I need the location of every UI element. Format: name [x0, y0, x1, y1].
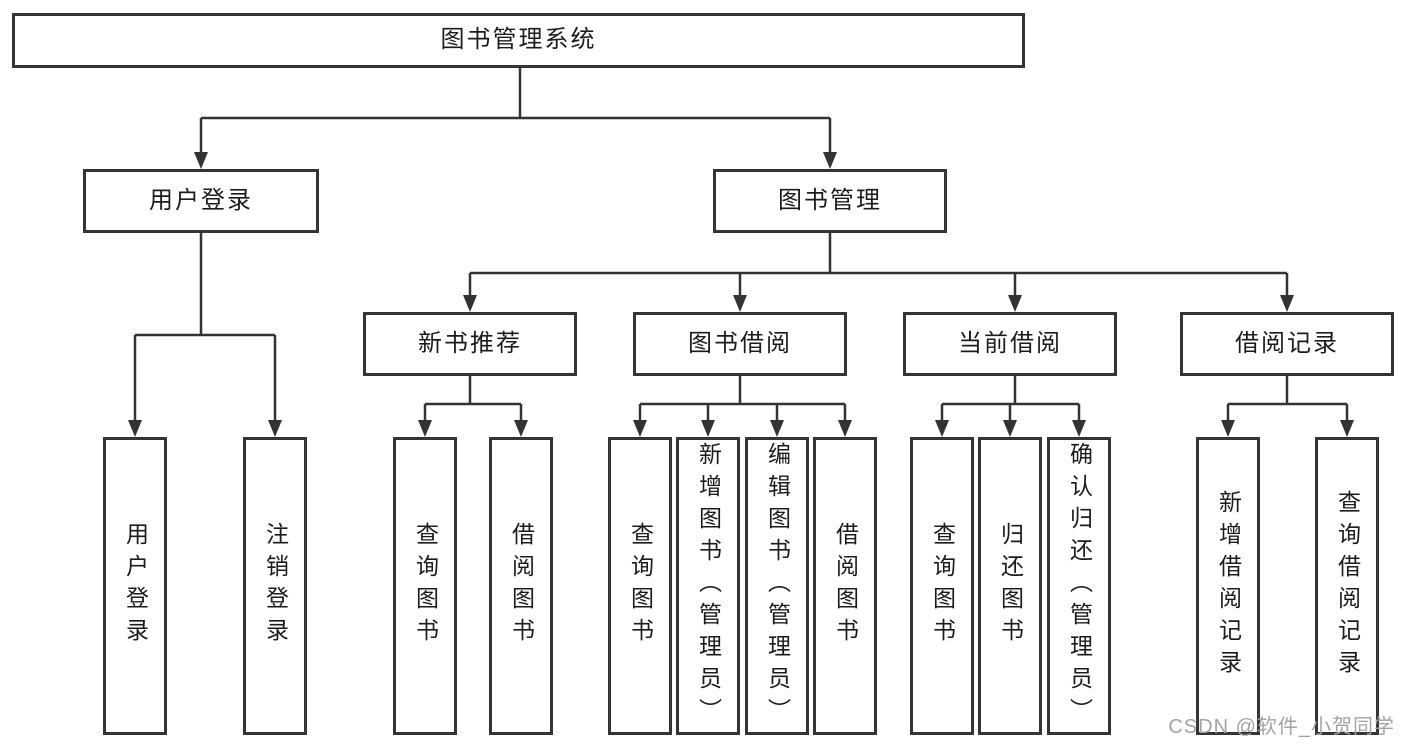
node-label: 注销登录: [262, 522, 289, 650]
node-label: 当前借阅: [958, 329, 1062, 357]
node-label: 查询图书: [929, 522, 956, 650]
node-book-borrowing: 图书借阅: [633, 312, 847, 376]
leaf-query-borrow-record: 查询借阅记录: [1315, 437, 1379, 735]
arrow-icon: [1221, 420, 1235, 437]
arrow-icon: [268, 420, 282, 437]
node-label: 新书推荐: [418, 329, 522, 357]
node-label: 查询图书: [412, 522, 439, 650]
node-label: 用户登录: [149, 186, 253, 214]
node-label: 借阅图书: [832, 522, 859, 650]
leaf-confirm-return-admin: 确认归还（管理员）: [1047, 437, 1111, 735]
leaf-query-books-current: 查询图书: [910, 437, 974, 735]
node-user-login: 用户登录: [83, 169, 319, 233]
leaf-edit-books-admin: 编辑图书（管理员）: [745, 437, 809, 735]
node-book-management: 图书管理: [713, 169, 947, 233]
arrow-icon: [463, 295, 477, 312]
arrow-icon: [418, 420, 432, 437]
node-borrowing-records: 借阅记录: [1180, 312, 1394, 376]
node-label: 图书管理系统: [440, 26, 597, 54]
node-label: 查询借阅记录: [1334, 490, 1361, 682]
node-label: 归还图书: [997, 522, 1024, 650]
leaf-logout: 注销登录: [243, 437, 307, 735]
node-label: 新增借阅记录: [1215, 490, 1242, 682]
node-label: 用户登录: [122, 522, 149, 650]
arrow-icon: [514, 420, 528, 437]
arrow-icon: [1008, 295, 1022, 312]
leaf-borrow-books-borrowing: 借阅图书: [813, 437, 877, 735]
node-label: 借阅图书: [508, 522, 535, 650]
leaf-add-books-admin: 新增图书（管理员）: [676, 437, 740, 735]
arrow-icon: [1003, 420, 1017, 437]
node-label: 查询图书: [627, 522, 654, 650]
arrow-icon: [733, 295, 747, 312]
node-new-book-recommendation: 新书推荐: [363, 312, 577, 376]
leaf-user-login: 用户登录: [103, 437, 167, 735]
arrow-icon: [770, 420, 784, 437]
leaf-borrow-books-recommend: 借阅图书: [489, 437, 553, 735]
arrow-icon: [194, 152, 208, 169]
node-label: 借阅记录: [1235, 329, 1339, 357]
node-label: 图书管理: [778, 186, 882, 214]
node-label: 确认归还（管理员）: [1066, 442, 1093, 730]
arrow-icon: [128, 420, 142, 437]
arrow-icon: [701, 420, 715, 437]
leaf-add-borrow-record: 新增借阅记录: [1196, 437, 1260, 735]
arrow-icon: [633, 420, 647, 437]
arrow-icon: [1340, 420, 1354, 437]
arrow-icon: [935, 420, 949, 437]
leaf-return-books: 归还图书: [978, 437, 1042, 735]
node-label: 编辑图书（管理员）: [764, 442, 791, 730]
node-root-system: 图书管理系统: [12, 13, 1025, 68]
node-label: 图书借阅: [688, 329, 792, 357]
csdn-watermark: CSDN @软件_小贺同学: [1168, 716, 1395, 738]
arrow-icon: [1280, 295, 1294, 312]
leaf-query-books-borrowing: 查询图书: [608, 437, 672, 735]
arrow-icon: [1072, 420, 1086, 437]
node-current-borrowing: 当前借阅: [903, 312, 1117, 376]
arrow-icon: [838, 420, 852, 437]
node-label: 新增图书（管理员）: [695, 442, 722, 730]
leaf-query-books-recommend: 查询图书: [393, 437, 457, 735]
arrow-icon: [823, 152, 837, 169]
